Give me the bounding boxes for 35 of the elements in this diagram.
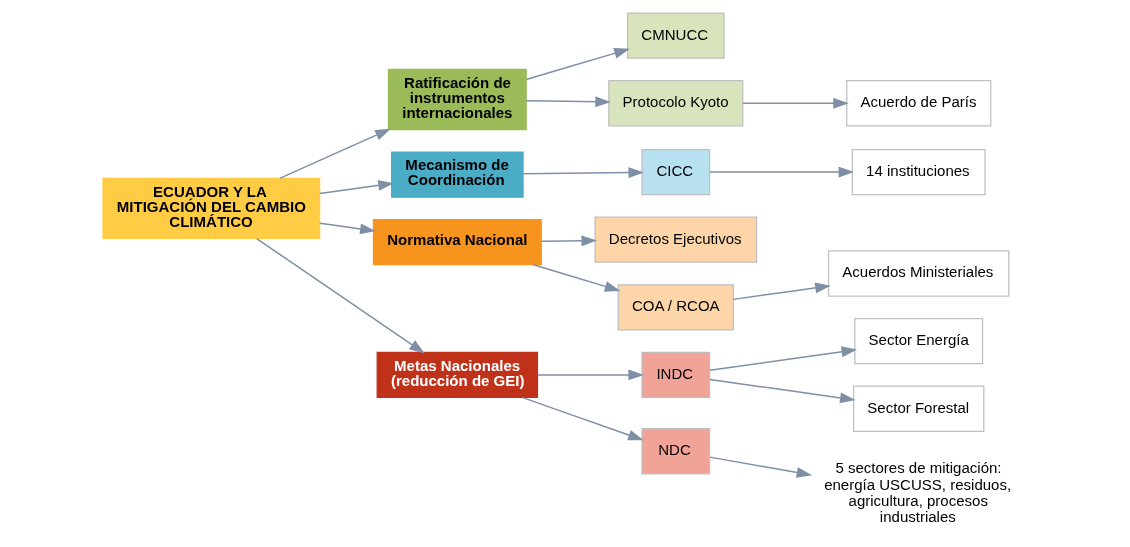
node-box: Normativa Nacional <box>372 219 542 266</box>
arrow <box>525 96 611 108</box>
node-box: Metas Nacionales (reducción de GEI) <box>376 351 539 399</box>
arrow <box>318 222 376 235</box>
arrow <box>540 235 597 247</box>
node-box: ECUADOR Y LA MITIGACIÓN DEL CAMBIO CLIMÁTICO <box>102 177 321 240</box>
node-box: Sector Energía <box>854 317 984 365</box>
arrow <box>532 264 621 292</box>
arrow <box>709 456 813 478</box>
arrow <box>537 369 644 381</box>
node-box: NDC <box>641 428 711 475</box>
node-box: Protocolo Kyoto <box>608 80 744 127</box>
node-box: Acuerdo de París <box>846 80 992 127</box>
node-box: Decretos Ejecutivos <box>594 216 758 263</box>
node-box: Ratificación de instrumentos internacionales <box>387 68 527 131</box>
arrow <box>742 97 849 109</box>
arrow <box>255 237 425 354</box>
arrow <box>522 167 644 179</box>
arrow <box>709 378 856 404</box>
node-box: Sector Forestal <box>852 385 985 432</box>
node-box: CICC <box>641 148 711 196</box>
arrow <box>279 128 391 180</box>
node-box: Acuerdos Ministeriales <box>827 250 1010 297</box>
node-box: COA / RCOA <box>617 284 735 331</box>
node-box: Mecanismo de Coordinación <box>390 151 524 198</box>
node-box: 14 instituciones <box>851 148 986 196</box>
node-text: 5 sectores de mitigación: energía USCUSS, residuos, agricultura, procesos industriales <box>824 459 1012 526</box>
arrow <box>522 396 644 441</box>
arrow <box>318 180 394 195</box>
arrow <box>732 282 831 301</box>
node-box: INDC <box>641 351 711 399</box>
arrow <box>709 346 858 372</box>
arrow <box>525 48 630 81</box>
arrow <box>709 166 855 178</box>
node-box: CMNUCC <box>626 12 725 59</box>
